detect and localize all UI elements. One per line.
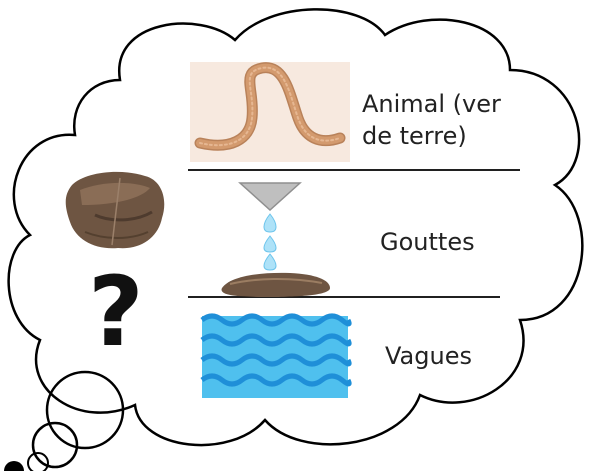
label-drops: Gouttes (380, 226, 475, 258)
label-earthworm-line1: Animal (ver (362, 88, 501, 120)
label-waves: Vagues (385, 340, 472, 372)
rock-icon (66, 172, 165, 248)
question-mark-icon: ? (88, 262, 144, 362)
label-earthworm: Animal (ver de terre) (362, 88, 501, 152)
thought-circle-small (28, 453, 48, 471)
label-earthworm-line2: de terre) (362, 120, 501, 152)
earthworm-icon (190, 62, 350, 162)
water-waves-icon (202, 316, 349, 398)
water-drops-icon (264, 214, 276, 270)
thought-circle-tiny (4, 461, 24, 471)
